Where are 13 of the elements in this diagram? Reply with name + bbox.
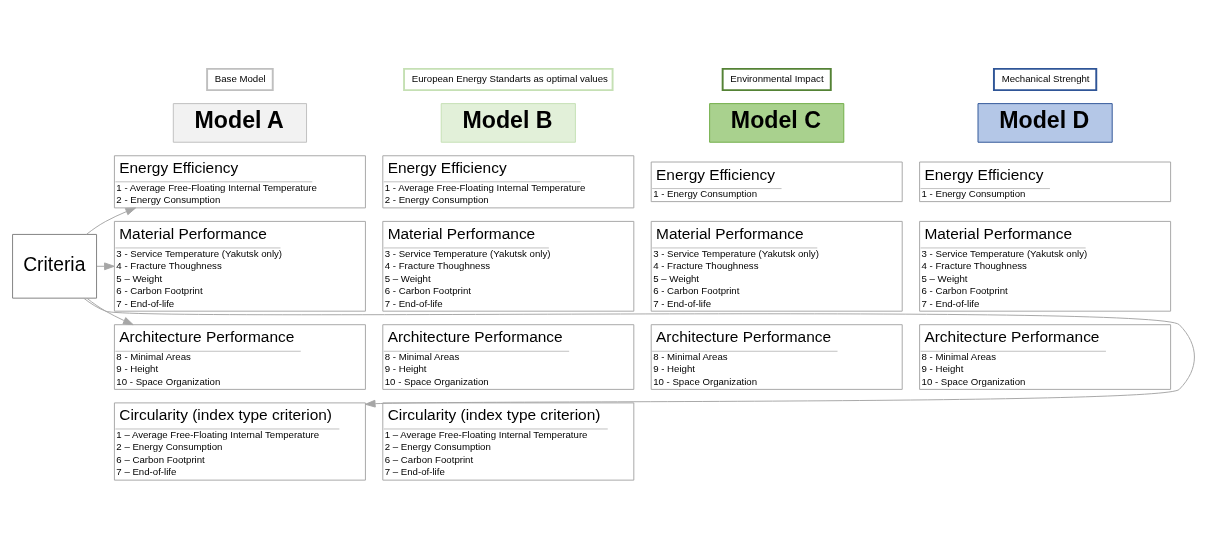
node-box: Model C [709,103,845,143]
arrow [83,297,1195,408]
arrow [86,207,137,235]
node-box: Mechanical Strenght [992,67,1098,92]
node-box: Model B [440,103,576,143]
node-box: Base Model [206,67,274,92]
node-box: European Energy Standarts as optimal values [403,67,614,92]
node-box: Model A [172,103,308,143]
arrow [86,297,134,326]
node-box: Criteria [12,233,98,299]
node-box: Environmental Impact [721,67,832,92]
node-box: Model D [977,103,1113,143]
arrow [96,262,115,271]
